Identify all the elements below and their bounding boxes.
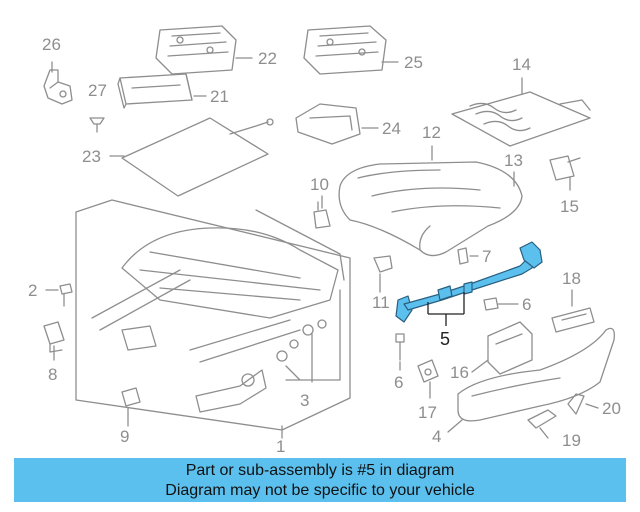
callout-11: 11 — [372, 293, 390, 312]
part-10-clip — [313, 201, 331, 229]
callout-4: 4 — [432, 427, 442, 446]
callout-13: 13 — [504, 151, 523, 170]
part-17-connector — [417, 359, 439, 383]
callout-2: 2 — [28, 281, 38, 300]
callout-6-lower: 6 — [394, 373, 404, 392]
callout-10: 10 — [310, 175, 329, 194]
callout-19: 19 — [562, 431, 581, 450]
part-25-module — [303, 25, 387, 75]
callout-15: 15 — [560, 197, 579, 216]
part-20-knob — [567, 393, 585, 415]
part-1-seat-frame — [75, 199, 351, 431]
part-27-clip — [89, 117, 105, 133]
callout-17: 17 — [418, 403, 437, 422]
callout-23: 23 — [82, 147, 101, 166]
part-14-mat — [451, 91, 591, 147]
callout-8: 8 — [48, 365, 58, 384]
callout-24: 24 — [382, 119, 401, 138]
part-24-bracket — [295, 103, 361, 145]
parts-diagram — [43, 25, 615, 439]
callout-18: 18 — [562, 269, 581, 288]
callout-7: 7 — [482, 247, 492, 266]
callout-22: 22 — [258, 49, 277, 68]
callout-12: 12 — [422, 123, 441, 142]
leader-5 — [427, 292, 465, 326]
callout-27: 27 — [88, 81, 107, 100]
part-8-block — [43, 321, 65, 353]
callout-16: 16 — [450, 363, 469, 382]
banner-line-2: Diagram may not be specific to your vehi… — [165, 482, 475, 499]
part-6-bolt-lower — [395, 333, 405, 361]
callout-21: 21 — [210, 87, 229, 106]
part-7-clip — [457, 247, 469, 265]
callout-9: 9 — [120, 427, 130, 446]
part-2-bolt — [59, 283, 73, 307]
info-banner: Part or sub-assembly is #5 in diagram Di… — [14, 458, 626, 502]
part-5-wiring-harness — [395, 241, 543, 323]
part-19-knob — [527, 409, 557, 429]
callout-25: 25 — [404, 53, 423, 72]
callout-5: 5 — [440, 329, 451, 349]
part-9-block — [121, 387, 141, 407]
callout-26: 26 — [42, 35, 61, 54]
part-18-switch — [551, 307, 595, 333]
seat-motor — [195, 369, 267, 413]
callout-1: 1 — [276, 437, 286, 456]
part-23-pad — [121, 117, 274, 197]
part-11-clip — [373, 255, 393, 273]
part-6-bolt-right — [483, 297, 513, 311]
part-21-box — [117, 73, 193, 109]
part-16-module — [487, 321, 533, 375]
banner-line-1: Part or sub-assembly is #5 in diagram — [185, 462, 455, 479]
callout-6-right: 6 — [522, 295, 532, 314]
callout-20: 20 — [602, 399, 621, 418]
part-12-13-cushion — [338, 161, 523, 257]
callout-14: 14 — [512, 55, 531, 74]
part-22-module — [155, 25, 237, 75]
part-3-fasteners — [276, 289, 341, 383]
part-15-connector — [549, 155, 581, 181]
callout-3: 3 — [300, 391, 310, 410]
part-26-bracket — [43, 69, 73, 105]
part-4-side-panel — [457, 327, 615, 422]
